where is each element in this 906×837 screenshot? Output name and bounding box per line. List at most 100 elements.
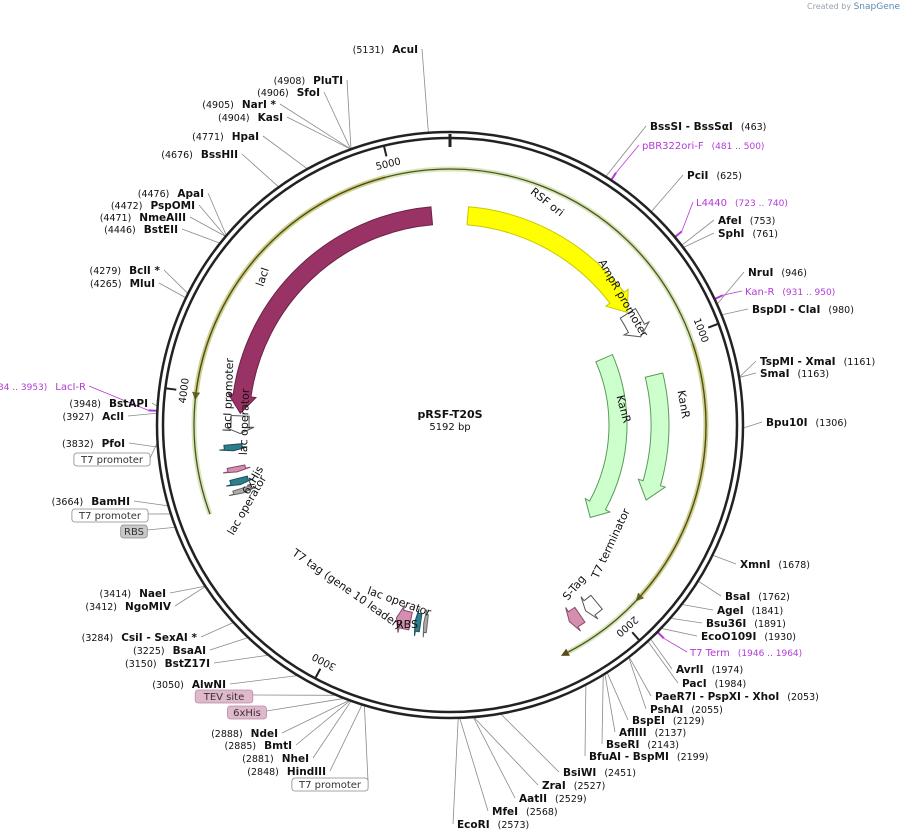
primer-label[interactable]: T7 Term(1946 .. 1964) bbox=[689, 648, 802, 659]
box-leader-line bbox=[364, 706, 369, 784]
restriction-site-label[interactable]: PciI(625) bbox=[687, 170, 742, 182]
feature-arrow[interactable] bbox=[414, 608, 423, 637]
site-leader-line bbox=[207, 192, 227, 235]
restriction-site-label[interactable]: (3414)NaeI bbox=[100, 588, 167, 600]
site-position: (4676) bbox=[161, 150, 193, 161]
restriction-site-label[interactable]: (3927)AclI bbox=[63, 411, 124, 423]
restriction-site-label[interactable]: PshAI(2055) bbox=[650, 704, 723, 716]
restriction-site-label[interactable]: Bpu10I(1306) bbox=[766, 417, 847, 429]
boxed-label[interactable]: TEV site bbox=[203, 692, 245, 703]
primer-label[interactable]: L4440(723 .. 740) bbox=[696, 198, 788, 209]
restriction-site-label[interactable]: (2888)NdeI bbox=[211, 728, 278, 740]
restriction-site-label[interactable]: (3284)CsiI - SexAI * bbox=[82, 632, 198, 644]
feature-arrow[interactable] bbox=[225, 414, 255, 435]
restriction-site-label[interactable]: AflIII(2137) bbox=[619, 727, 686, 739]
feature-arrow[interactable] bbox=[219, 443, 248, 452]
restriction-site-label[interactable]: BseRI(2143) bbox=[606, 739, 679, 751]
restriction-site-label[interactable]: (4265)MluI bbox=[90, 278, 155, 290]
feature-arrow[interactable] bbox=[222, 464, 251, 474]
feature-arrow[interactable] bbox=[584, 353, 628, 519]
restriction-site-label[interactable]: SmaI(1163) bbox=[760, 368, 829, 380]
restriction-site-label[interactable]: (3664)BamHI bbox=[52, 496, 130, 508]
restriction-site-label[interactable]: (4906)SfoI bbox=[257, 87, 320, 99]
boxed-label[interactable]: 6xHis bbox=[233, 708, 261, 719]
snapgene-credit: Created by SnapGene bbox=[807, 2, 900, 12]
feature-arrow[interactable] bbox=[619, 307, 651, 338]
feature-arrow[interactable] bbox=[580, 594, 604, 620]
restriction-site-label[interactable]: SphI(761) bbox=[718, 228, 778, 240]
restriction-site-label[interactable]: XmnI(1678) bbox=[740, 559, 810, 571]
restriction-site-label[interactable]: BspEI(2129) bbox=[632, 715, 704, 727]
boxed-label[interactable]: T7 promoter bbox=[80, 455, 144, 466]
feature-arrow[interactable] bbox=[637, 372, 670, 501]
primer-label[interactable]: pBR322ori-F(481 .. 500) bbox=[642, 141, 764, 152]
restriction-site-label[interactable]: MfeI(2568) bbox=[492, 806, 558, 818]
restriction-site-label[interactable]: Bsu36I(1891) bbox=[706, 618, 786, 630]
site-name: SphI bbox=[718, 228, 744, 240]
restriction-site-label[interactable]: (4676)BssHII bbox=[161, 149, 238, 161]
restriction-site-label[interactable]: (4476)ApaI bbox=[138, 188, 204, 200]
restriction-site-label[interactable]: (2848)HindIII bbox=[247, 766, 326, 778]
restriction-site-label[interactable]: (4908)PluTI bbox=[274, 75, 343, 87]
restriction-site-label[interactable]: PacI(1984) bbox=[682, 678, 746, 690]
site-position: (2053) bbox=[787, 692, 819, 703]
restriction-site-label[interactable]: BssSI - BssSαI(463) bbox=[650, 121, 766, 133]
restriction-site-label[interactable]: (4905)NarI * bbox=[202, 99, 276, 111]
restriction-site-label[interactable]: (4446)BstEII bbox=[104, 224, 178, 236]
site-name: HpaI bbox=[232, 131, 259, 143]
site-position: (4771) bbox=[192, 132, 224, 143]
boxed-label[interactable]: T7 promoter bbox=[298, 780, 362, 791]
restriction-site-label[interactable]: TspMI - XmaI(1161) bbox=[760, 356, 875, 368]
feature-arrow[interactable] bbox=[227, 206, 434, 415]
primer-label[interactable]: (3934 .. 3953)LacI-R bbox=[0, 382, 86, 393]
site-position: (4279) bbox=[90, 266, 122, 277]
restriction-site-label[interactable]: (4771) HpaI bbox=[192, 131, 259, 143]
restriction-site-label[interactable]: (5131)AcuI bbox=[353, 44, 418, 56]
feature-arrow[interactable] bbox=[466, 206, 629, 313]
restriction-site-label[interactable]: EcoO109I(1930) bbox=[701, 631, 796, 643]
restriction-site-label[interactable]: (4471)NmeAIII bbox=[100, 212, 186, 224]
primer-label[interactable]: Kan-R(931 .. 950) bbox=[745, 287, 835, 298]
restriction-site-label[interactable]: (3412)NgoMIV bbox=[85, 601, 171, 613]
feature-arrow[interactable] bbox=[226, 475, 254, 487]
site-leader-line bbox=[158, 282, 186, 298]
site-position: (2199) bbox=[677, 752, 709, 763]
site-name: NaeI bbox=[139, 588, 166, 600]
site-position: (4471) bbox=[100, 213, 132, 224]
restriction-site-label[interactable]: AgeI(1841) bbox=[717, 605, 783, 617]
restriction-site-label[interactable]: (2885)BmtI bbox=[225, 740, 292, 752]
restriction-site-label[interactable]: (3225)BsaAI bbox=[133, 645, 206, 657]
restriction-site-label[interactable]: PaeR7I - PspXI - XhoI(2053) bbox=[655, 691, 819, 703]
restriction-site-label[interactable]: (3050)AlwNI bbox=[152, 679, 226, 691]
restriction-site-label[interactable]: (3948)BstAPI bbox=[69, 398, 148, 410]
restriction-site-label[interactable]: BsaI(1762) bbox=[725, 591, 790, 603]
site-position: (2451) bbox=[604, 768, 636, 779]
site-position: (463) bbox=[741, 122, 767, 133]
restriction-site-label[interactable]: (4279)BclI * bbox=[90, 265, 161, 277]
boxed-label[interactable]: RBS bbox=[124, 527, 144, 538]
restriction-site-label[interactable]: AatII(2529) bbox=[519, 793, 587, 805]
restriction-site-label[interactable]: (4904)KasI bbox=[218, 112, 283, 124]
restriction-site-label[interactable]: NruI(946) bbox=[748, 267, 807, 279]
restriction-site-label[interactable]: ZraI(2527) bbox=[542, 780, 605, 792]
site-name: EcoO109I bbox=[701, 631, 756, 643]
boxed-label[interactable]: T7 promoter bbox=[78, 511, 142, 522]
restriction-site-label[interactable]: (3150)BstZ17I bbox=[125, 658, 210, 670]
restriction-site-label[interactable]: BspDI - ClaI(980) bbox=[752, 304, 854, 316]
restriction-site-label[interactable]: (4472)PspOMI bbox=[111, 200, 195, 212]
restriction-site-label[interactable]: (3832)PfoI bbox=[62, 438, 125, 450]
site-leader-line bbox=[628, 658, 647, 710]
restriction-site-label[interactable]: EcoRI(2573) bbox=[457, 819, 529, 831]
feature-arrow[interactable] bbox=[395, 605, 413, 633]
feature-arrow[interactable] bbox=[422, 609, 429, 638]
restriction-site-label[interactable]: BfuAI - BspMI(2199) bbox=[589, 751, 708, 763]
restriction-site-label[interactable]: AfeI(753) bbox=[718, 215, 775, 227]
feature-arrow[interactable] bbox=[228, 485, 256, 497]
feature-label: lacI bbox=[254, 266, 272, 288]
restriction-site-label[interactable]: BsiWI(2451) bbox=[563, 767, 636, 779]
site-name: AflIII bbox=[619, 727, 647, 739]
feature-arrow[interactable] bbox=[565, 606, 586, 632]
site-position: (4472) bbox=[111, 201, 143, 212]
restriction-site-label[interactable]: AvrII(1974) bbox=[676, 664, 743, 676]
restriction-site-label[interactable]: (2881)NheI bbox=[242, 753, 309, 765]
